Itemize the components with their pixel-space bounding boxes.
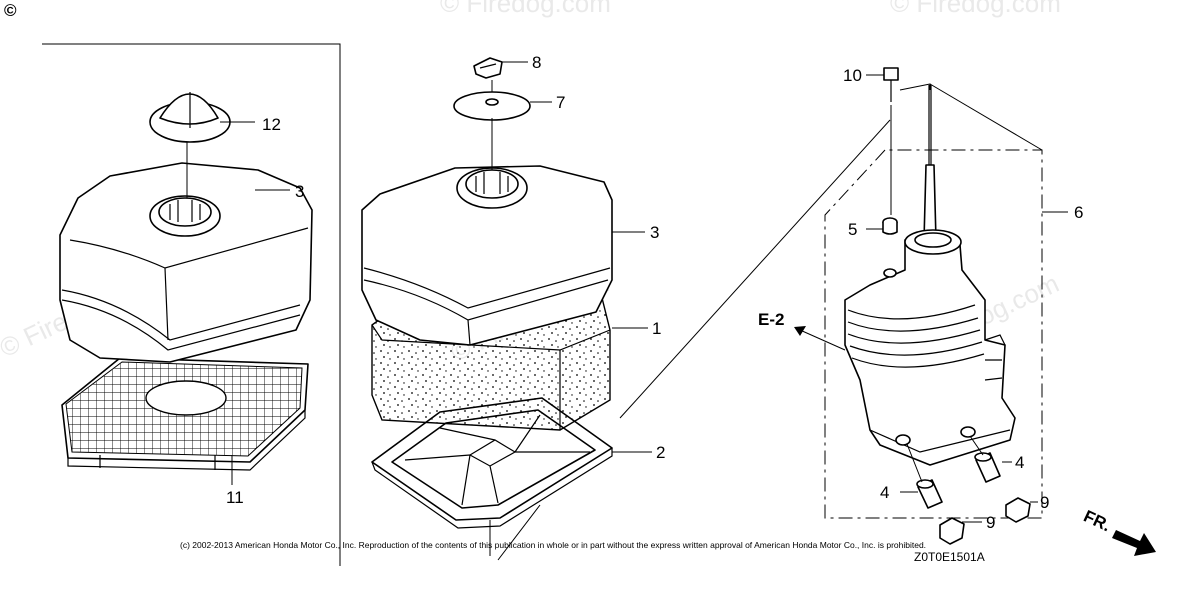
callout-10: 10 xyxy=(843,66,862,85)
part-11-mesh-element xyxy=(61,357,309,471)
air-cleaner-case-assembly xyxy=(824,67,1043,545)
diagram-code: Z0T0E1501A xyxy=(914,550,985,564)
part-7-plate xyxy=(453,91,531,121)
part-8-clip xyxy=(473,57,503,79)
front-direction-indicator: FR. xyxy=(1081,507,1156,556)
callout-8: 8 xyxy=(532,53,541,72)
watermark: © Firedog.com xyxy=(440,0,611,18)
air-cleaner-assembly-center xyxy=(361,57,613,529)
callout-9-left: 9 xyxy=(986,513,995,532)
copyright-notice: (c) 2002-2013 American Honda Motor Co., … xyxy=(180,540,926,550)
part-12-cap xyxy=(149,92,231,143)
front-arrow-icon xyxy=(1112,530,1156,556)
part-4-grommet xyxy=(916,479,943,509)
copyright-symbol: © xyxy=(4,1,17,20)
callout-2: 2 xyxy=(656,443,665,462)
part-10-bolt xyxy=(883,67,899,102)
callout-9-right: 9 xyxy=(1040,493,1049,512)
callout-4-right: 4 xyxy=(1015,453,1024,472)
callout-3-left: 3 xyxy=(295,182,304,201)
part-3-cover-center xyxy=(361,165,613,346)
part-5-collar xyxy=(882,217,898,235)
part-4-grommet xyxy=(974,452,1001,483)
group-frame-left xyxy=(42,43,341,566)
callout-4-left: 4 xyxy=(880,483,889,502)
callout-12: 12 xyxy=(262,115,281,134)
watermark: © Firedog.com xyxy=(890,0,1061,18)
callout-3-center: 3 xyxy=(650,223,659,242)
part-9-nut xyxy=(939,517,965,545)
callout-6: 6 xyxy=(1074,203,1083,222)
callout-1: 1 xyxy=(652,319,661,338)
air-cleaner-assembly-left xyxy=(59,92,313,471)
front-label: FR. xyxy=(1081,507,1114,536)
callout-5: 5 xyxy=(848,220,857,239)
reference-e2: E-2 xyxy=(758,310,784,329)
part-6-case xyxy=(844,229,1016,466)
part-9-nut xyxy=(1005,497,1031,523)
callout-11: 11 xyxy=(226,488,244,507)
callout-7: 7 xyxy=(556,93,565,112)
part-3-cover-left xyxy=(59,162,313,363)
